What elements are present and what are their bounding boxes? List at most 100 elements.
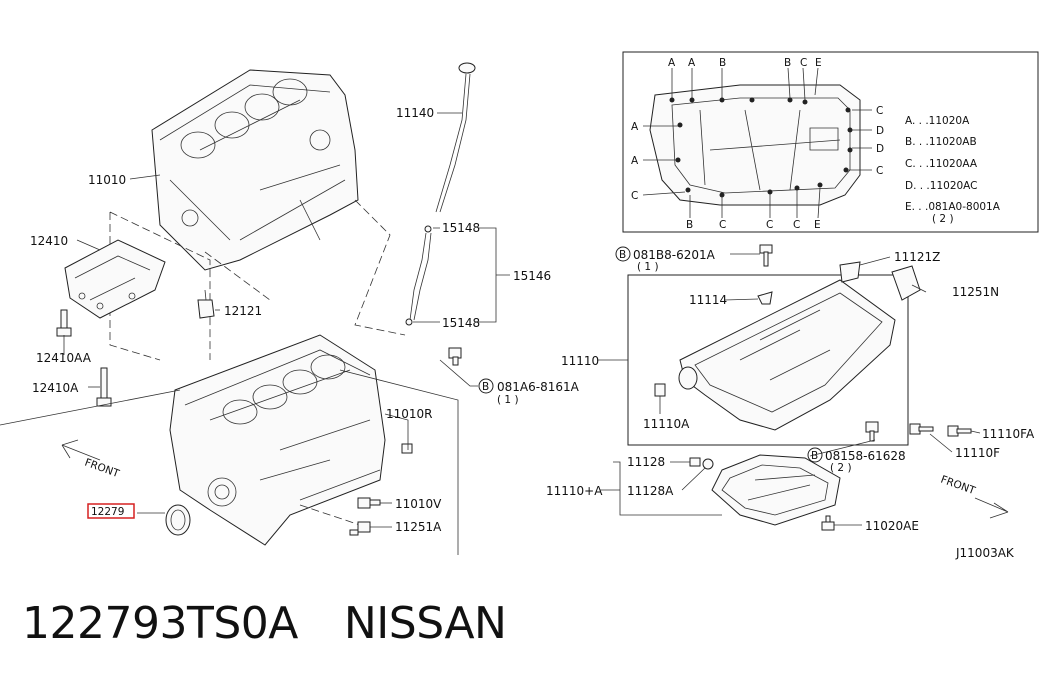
plug-11110A [654,383,666,397]
gasket-11251N [891,265,921,301]
part-labels: 11010 12410 12410AA 12410A 12121 11140 1… [30,106,1035,560]
letter-top-e: E [815,57,822,69]
bolt-callout-081A6: B 081A6-8161A ( 1 ) [478,378,580,406]
label-11020AE: 11020AE [865,519,919,533]
label-12410AA: 12410AA [36,351,92,365]
diagram-code: J11003AK [955,546,1015,560]
label-11110FA: 11110FA [982,427,1035,441]
label-15146: 15146 [513,269,551,283]
b-marker-icon: B [619,249,626,261]
label-081B8: 081B8-6201A [633,248,716,262]
drain-plug-11128 [689,457,701,467]
letter-right-c2: C [876,165,883,177]
letter-right-c1: C [876,105,883,117]
label-11110: 11110 [561,354,599,368]
letter-bottom-c1: C [719,219,726,231]
bolt-11010V [357,497,381,509]
bolt-callout-08158: B 08158-61628 ( 2 ) [807,447,906,474]
bolt-location-panel [622,51,1039,233]
bolt-11020AE [821,515,835,531]
letter-top-a2: A [688,57,696,69]
panel-leaders [642,67,872,219]
legend-item-a: A. . .11020A [905,115,970,127]
letter-top-b2: B [784,57,791,69]
brand-name: NISSAN [343,598,507,649]
bolt-11110FA [947,425,972,437]
oil-pan-upper [678,261,896,431]
bracket-11114 [757,291,773,305]
label-081A6-qty: ( 1 ) [497,394,519,406]
letter-left-a2: A [631,155,639,167]
legend-item-b: B. . .11020AB [905,136,977,148]
label-12410: 12410 [30,234,68,248]
letter-bottom-c3: C [793,219,800,231]
letter-right-d1: D [876,125,884,137]
oil-seal-12279 [165,504,191,536]
letter-left-a1: A [631,121,639,133]
label-11010V: 11010V [395,497,442,511]
b-marker-icon: B [482,381,489,393]
bolt-11110F [909,423,934,435]
letter-top-c: C [800,57,807,69]
guide-tube-15146 [405,225,432,326]
part-number: 122793TS0A [22,598,298,649]
label-11110-plus-a: 11110+A [546,484,603,498]
bolt-12410AA [56,309,72,337]
bolt-callout-081B8: B 081B8-6201A ( 1 ) [615,246,716,273]
label-11010: 11010 [88,173,126,187]
label-11128: 11128 [627,455,665,469]
legend-item-e: E. . .081A0-8001A [905,201,1001,213]
dipstick-11140 [435,62,476,213]
bolt-12410A [96,367,112,407]
legend-item-c: C. . .11020AA [905,158,978,170]
label-11114: 11114 [689,293,727,307]
label-11140: 11140 [396,106,434,120]
label-11121Z: 11121Z [894,250,940,264]
section-divider [0,369,459,555]
panel-letters: A A B B C E C D D C A A C B C C C E [631,57,884,231]
b-marker-icon: B [811,450,818,462]
label-11010R: 11010R [386,407,433,421]
label-12121: 12121 [224,304,262,318]
plug-11010R [401,443,413,454]
bolt-11251A [349,521,371,536]
letter-left-c: C [631,190,638,202]
label-15148-bottom: 15148 [442,316,480,330]
label-front-right: FRONT [939,474,977,498]
bolt-081A6 [448,347,462,366]
label-11110A: 11110A [643,417,690,431]
dashed-frame-left [109,211,211,361]
lower-cylinder-block [169,334,386,546]
legend-item-e-qty: ( 2 ) [932,213,954,225]
label-15148-top: 15148 [442,221,480,235]
label-08158-qty: ( 2 ) [830,462,852,474]
letter-bottom-b: B [686,219,693,231]
sensor-12121 [197,289,215,319]
letter-bottom-c2: C [766,219,773,231]
bracket-12410 [64,239,166,319]
label-11251A: 11251A [395,520,442,534]
bolt-legend: A. . .11020A B. . .11020AB C. . .11020AA… [905,115,1001,225]
letter-top-a: A [668,57,676,69]
front-arrow-left-icon [61,439,101,461]
leader-lines-left [63,112,510,528]
dashed-frame-right [204,199,406,336]
highlighted-part-12279[interactable]: 12279 [87,503,135,519]
legend-item-d: D. . .11020AC [905,180,978,192]
oil-pan-lower [711,454,841,526]
label-081A6: 081A6-8161A [497,380,580,394]
bolt-08158 [865,421,879,442]
label-081B8-qty: ( 1 ) [637,261,659,273]
label-12279[interactable]: 12279 [91,506,124,518]
caption: 122793TS0A NISSAN [22,598,552,649]
washer-11128A [702,458,714,470]
label-12410A: 12410A [32,381,79,395]
label-11128A: 11128A [627,484,674,498]
label-11110F: 11110F [955,446,1000,460]
front-arrow-right-icon [974,497,1009,519]
label-front-left: FRONT [83,457,121,481]
letter-top-b1: B [719,57,726,69]
bolt-081B8 [759,244,773,267]
upper-cylinder-block [151,69,359,271]
